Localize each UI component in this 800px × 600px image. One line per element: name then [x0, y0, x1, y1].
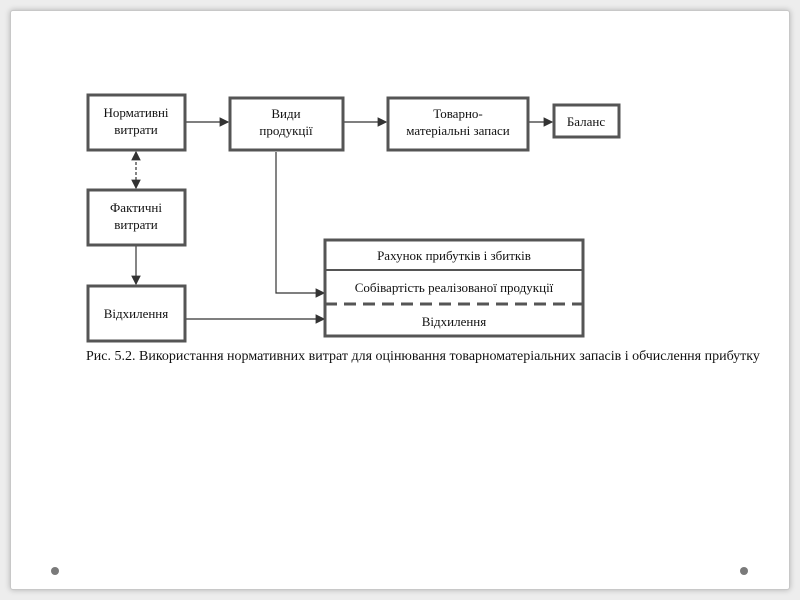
actual-costs-line2: витрати: [114, 217, 158, 232]
slide-corner-dot-right: [740, 567, 748, 575]
box-product-types: Види продукції: [228, 96, 345, 152]
connectors: [131, 117, 554, 324]
arrow-products-to-cogs: [275, 152, 326, 298]
box-deviations: Відхилення: [86, 284, 187, 343]
diagram-canvas: Нормативні витрати Види продукції Товарн…: [86, 93, 621, 343]
deviations-label: Відхилення: [104, 306, 169, 321]
product-types-line2: продукції: [259, 123, 313, 138]
pl-account-header: Рахунок прибутків і збитків: [377, 248, 531, 263]
box-normative-costs: Нормативні витрати: [86, 93, 187, 152]
pl-deviations-label: Відхилення: [422, 314, 487, 329]
actual-costs-line1: Фактичні: [110, 200, 162, 215]
normative-costs-line1: Нормативні: [103, 105, 168, 120]
normative-costs-line2: витрати: [114, 122, 158, 137]
slide-corner-dot-left: [51, 567, 59, 575]
inventory-line1: Товарно-: [433, 106, 483, 121]
cogs-label: Собівартість реалізованої продукції: [355, 280, 554, 295]
box-inventory: Товарно- матеріальні запаси: [386, 96, 530, 152]
inventory-line2: матеріальні запаси: [406, 123, 509, 138]
box-balance: Баланс: [552, 103, 621, 139]
box-pl-account: Рахунок прибутків і збитків Собівартість…: [323, 238, 585, 338]
diagram-figure: Нормативні витрати Види продукції Товарн…: [28, 90, 788, 390]
box-actual-costs: Фактичні витрати: [86, 188, 187, 247]
figure-caption: Рис. 5.2. Використання нормативних витра…: [86, 349, 760, 364]
balance-label: Баланс: [567, 114, 606, 129]
product-types-line1: Види: [271, 106, 300, 121]
